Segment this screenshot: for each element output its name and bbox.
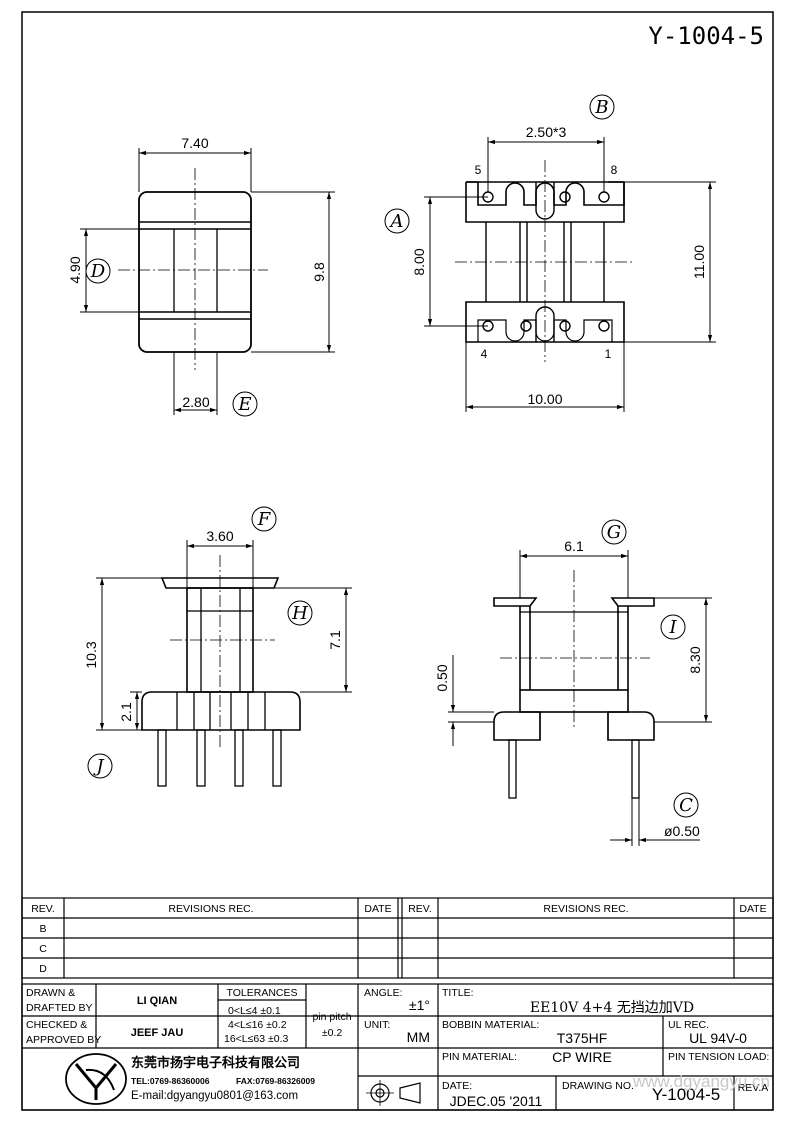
tolerance-range-1: 0<L≤4 ±0.1 (228, 1005, 281, 1017)
company-fax: FAX:0769-86326009 (236, 1076, 315, 1086)
dim-width-total: 10.00 (527, 391, 562, 407)
watermark: www.dgyangyu.cn (632, 1072, 770, 1091)
checked-label: CHECKED & (26, 1019, 87, 1031)
view-side (80, 148, 335, 417)
ul-rec-label: UL REC. (668, 1019, 709, 1031)
revision-table (21, 897, 774, 979)
drawing-no-label: DRAWING NO. (562, 1080, 634, 1092)
dim-bottom-width-e: 2.80 (182, 394, 209, 410)
dim-height-d: 4.90 (67, 256, 83, 283)
dim-height-0-50: 0.50 (434, 664, 450, 691)
callout-b: B (594, 97, 608, 118)
pin-material-label: PIN MATERIAL: (442, 1051, 517, 1063)
revisions-header-left: REVISIONS REC. (168, 903, 253, 915)
dim-width-f: 3.60 (206, 528, 233, 544)
pin-label-5: 5 (475, 163, 482, 177)
unit-label: UNIT: (364, 1019, 390, 1031)
tolerance-range-2: 4<L≤16 ±0.2 (228, 1019, 287, 1031)
dim-height-8-30: 8.30 (687, 646, 703, 673)
rev-header-left: REV. (31, 903, 55, 915)
dim-top-width: 7.40 (181, 135, 208, 151)
drawing-number-header: Y-1004-5 (648, 22, 764, 50)
pin-material-value: CP WIRE (552, 1049, 612, 1065)
revisions-header-right: REVISIONS REC. (543, 903, 628, 915)
tolerance-range-3: 16<L≤63 ±0.3 (224, 1033, 289, 1045)
angle-label: ANGLE: (364, 987, 403, 999)
dim-width-g: 6.1 (564, 538, 584, 554)
pin-tension-label: PIN TENSION LOAD: (668, 1051, 769, 1063)
approved-label: APPROVED BY (26, 1034, 101, 1046)
dim-height-total: 11.00 (691, 245, 707, 279)
callout-h: H (291, 603, 308, 624)
date-value: JDEC.05 '2011 (450, 1093, 543, 1109)
rev-a-label: REV.A (738, 1082, 769, 1094)
view-top (384, 94, 716, 412)
dim-height-a: 8.00 (411, 248, 427, 275)
title-block (21, 983, 774, 1111)
drawn-name: LI QIAN (137, 995, 177, 1007)
ul-rec-value: UL 94V-0 (689, 1030, 747, 1046)
callout-g: G (607, 522, 621, 543)
dim-height-9-8: 9.8 (311, 262, 327, 282)
dim-pin-diameter: ø0.50 (664, 823, 700, 839)
drafted-label: DRAFTED BY (26, 1002, 93, 1014)
tolerances-label: TOLERANCES (227, 987, 298, 999)
callout-c: C (679, 795, 693, 816)
drawn-label: DRAWN & (26, 987, 75, 999)
date-header-left: DATE (364, 903, 391, 915)
pin-label-1: 1 (605, 347, 612, 361)
callout-d: D (90, 261, 106, 282)
bobbin-material-value: T375HF (557, 1030, 608, 1046)
checked-name: JEEF JAU (131, 1027, 184, 1039)
company-tel: TEL:0769-86360006 (131, 1076, 210, 1086)
angle-value: ±1° (409, 997, 430, 1013)
dim-height-2-1: 2.1 (118, 702, 134, 722)
rev-row-b: B (39, 923, 46, 935)
callout-a: A (389, 211, 404, 232)
company-logo (65, 1053, 127, 1105)
view-section (448, 519, 712, 846)
callout-e: E (237, 394, 251, 415)
pin-pitch-value: ±0.2 (322, 1027, 343, 1039)
dim-height-10-3: 10.3 (83, 641, 99, 668)
company-name: 东莞市扬宇电子科技有限公司 (131, 1055, 300, 1071)
company-email: E-mail:dgyangyu0801@163.com (131, 1090, 298, 1102)
title-label: TITLE: (442, 987, 474, 999)
dim-height-7-1: 7.1 (327, 630, 343, 650)
view-front (87, 506, 352, 787)
rev-row-c: C (39, 943, 47, 955)
pin-pitch-label: pin pitch (312, 1011, 351, 1023)
dim-pitch: 2.50*3 (526, 124, 567, 140)
pin-label-8: 8 (611, 163, 618, 177)
title-value: EE10V 4+4 无挡边加VD (530, 1000, 694, 1016)
drawing-no-value: Y-1004-5 (652, 1085, 720, 1104)
callout-i: I (668, 617, 677, 638)
date-header-right: DATE (739, 903, 766, 915)
date-label: DATE: (442, 1080, 472, 1092)
callout-j: J (92, 756, 105, 777)
rev-header-right: REV. (408, 903, 432, 915)
unit-value: MM (407, 1029, 430, 1045)
pin-label-4: 4 (481, 347, 488, 361)
rev-row-d: D (39, 963, 47, 975)
callout-f: F (257, 509, 272, 530)
projection-symbol (366, 1080, 421, 1106)
bobbin-material-label: BOBBIN MATERIAL: (442, 1019, 539, 1031)
